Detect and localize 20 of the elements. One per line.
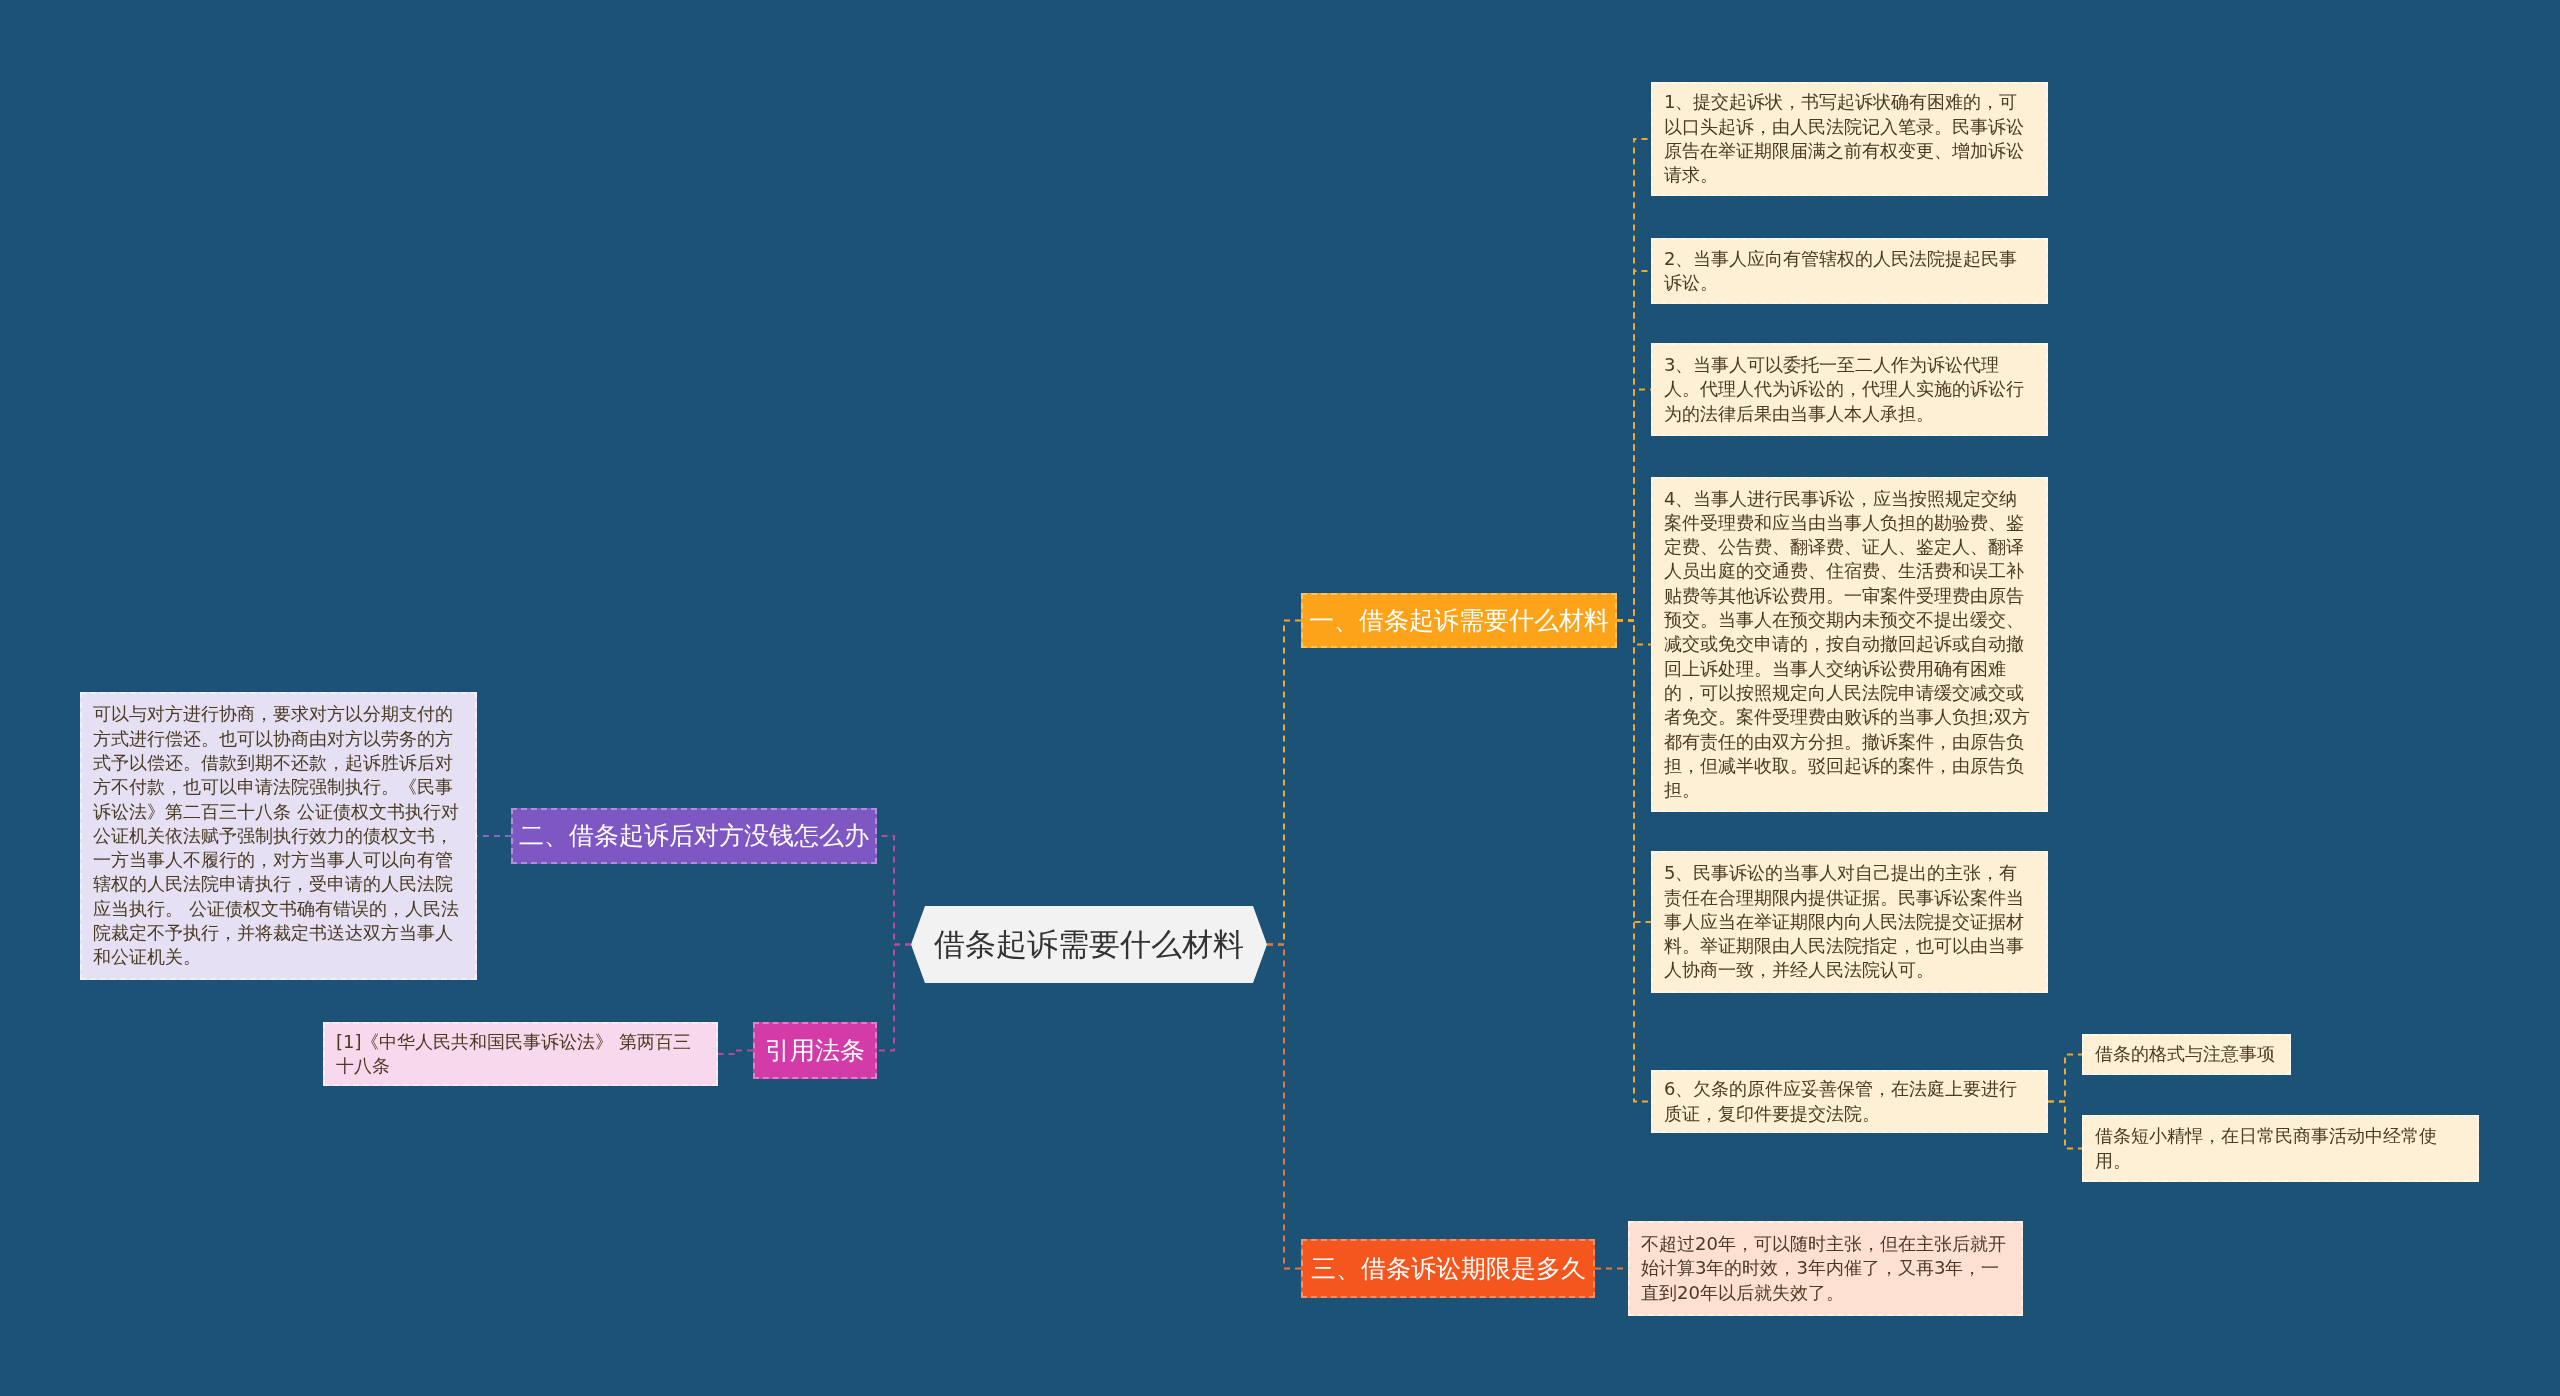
text-card: 可以与对方进行协商，要求对方以分期支付的方式进行偿还。也可以协商由对方以劳务的方式予以偿还。借款到期不还款，起诉胜诉后对方不付款，也可以申请法院强制执行。《民事诉讼法》第二百三十八条 公证债权文书执行对公证机关依法赋予强制执行效力的债权文书，一方当事人不履行的，对方当事人可以向有管辖权的人民法院申请执行，受申请的人民法院应当执行。 公证债权文书确有错误的，人民法院裁定不予执行，并将裁定书送达双方当事人和公证机关。: [80, 692, 477, 980]
text-card: 不超过20年，可以随时主张，但在主张后就开始计算3年的时效，3年内催了，又再3年，一直到20年以后就失效了。: [1628, 1221, 2023, 1316]
topic-box: 三、借条诉讼期限是多久: [1301, 1239, 1595, 1298]
text-card: 3、当事人可以委托一至二人作为诉讼代理人。代理人代为诉讼的，代理人实施的诉讼行为的法律后果由当事人本人承担。: [1651, 343, 2048, 436]
text-card: 借条的格式与注意事项: [2082, 1034, 2291, 1075]
connector-line: [876, 943, 912, 1052]
text-card: 1、提交起诉状，书写起诉状确有困难的，可以口头起诉，由人民法院记入笔录。民事诉讼原告在举证期限届满之前有权变更、增加诉讼请求。: [1651, 82, 2048, 196]
connector-line: [1266, 943, 1302, 1270]
central-topic: 借条起诉需要什么材料: [911, 906, 1267, 983]
connector-line: [717, 1049, 754, 1055]
text-card: 5、民事诉讼的当事人对自己提出的主张，有责任在合理期限内提供证据。民事诉讼案件当事人应当在举证期限内向人民法院提交证据材料。举证期限由人民法院指定，也可以由当事人协商一致，并经人民法院认可。: [1651, 851, 2048, 993]
topic-box: 引用法条: [753, 1022, 877, 1079]
text-card: 借条短小精悍，在日常民商事活动中经常使用。: [2082, 1115, 2479, 1182]
text-card: [1]《中华人民共和国民事诉讼法》 第两百三十八条: [323, 1022, 718, 1086]
topic-box: 二、借条起诉后对方没钱怎么办: [511, 808, 877, 864]
text-card: 6、欠条的原件应妥善保管，在法庭上要进行质证，复印件要提交法院。: [1651, 1070, 2048, 1133]
connector-line: [2047, 1100, 2083, 1150]
topic-box: 一、借条起诉需要什么材料: [1301, 593, 1617, 648]
text-card: 2、当事人应向有管辖权的人民法院提起民事诉讼。: [1651, 238, 2048, 304]
text-card: 4、当事人进行民事诉讼，应当按照规定交纳案件受理费和应当由当事人负担的勘验费、鉴定费、公告费、翻译费、证人、鉴定人、翻译人员出庭的交通费、住宿费、生活费和误工补贴费等其他诉讼费用。一审案件受理费由原告预交。当事人在预交期内未预交不提出缓交、减交或免交申请的，按自动撤回起诉或自动撤回上诉处理。当事人交纳诉讼费用确有困难的，可以按照规定向人民法院申请缓交减交或者免交。案件受理费由败诉的当事人负担;双方都有责任的由双方分担。撤诉案件，由原告负担，但减半收取。驳回起诉的案件，由原告负担。: [1651, 477, 2048, 812]
